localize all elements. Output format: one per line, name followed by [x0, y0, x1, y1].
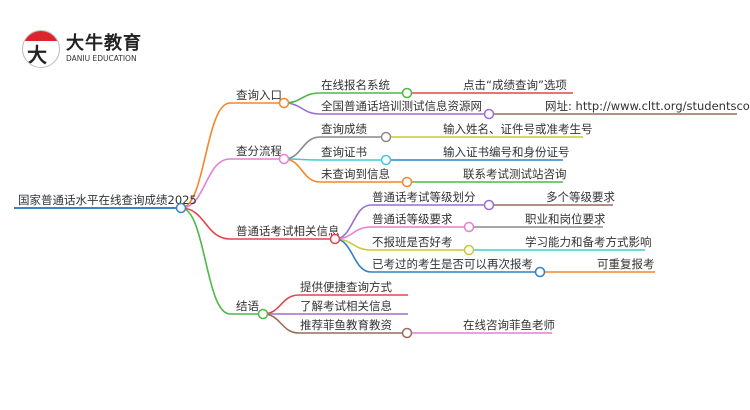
branch-3-edge: [180, 207, 263, 315]
branch-3-child-1-label: 了解考试相关信息: [300, 299, 392, 313]
branch-2-child-0-label: 普通话考试等级划分: [372, 190, 476, 204]
branch-1-child-0-node-icon: [380, 131, 392, 143]
branch-2-child-3-label: 已考过的考生是否可以再次报考: [372, 257, 533, 271]
branch-0-child-0-node-icon: [401, 87, 413, 99]
branch-0-label: 查询入口: [236, 88, 282, 102]
branch-2-child-1-label: 普通话等级要求: [372, 212, 453, 226]
branch-2-child-0-node-icon: [483, 199, 495, 211]
branch-2-edge: [180, 207, 335, 240]
branch-3-node-icon: [257, 308, 269, 320]
logo-name-cn: 大牛教育: [66, 33, 142, 54]
branch-0-child-0-label: 在线报名系统: [321, 78, 390, 92]
branch-0-node-icon: [278, 97, 290, 109]
labels: 国家普通话水平在线查询成绩2025 查询入口 在线报名系统 点击“成绩查询”选项全国普…: [18, 78, 750, 332]
branch-1-child-0-label: 查询成绩: [321, 122, 367, 136]
branch-1-child-1-leaf-label: 输入证书编号和身份证号: [443, 145, 570, 159]
logo: 大牛 大牛教育 DANIU EDUCATION: [22, 30, 142, 68]
branch-2-child-0-leaf-label: 多个等级要求: [546, 190, 615, 204]
branch-3-label: 结语: [236, 299, 259, 313]
branch-1-child-2-label: 未查询到信息: [321, 167, 390, 181]
branch-1-node-icon: [278, 153, 290, 165]
branch-0-edge: [180, 102, 284, 209]
branch-3-child-2-leaf-label: 在线咨询菲鱼老师: [463, 318, 555, 332]
branch-2-child-3-node-icon: [534, 266, 546, 278]
branch-0-child-0-leaf-label: 点击“成绩查询”选项: [463, 78, 567, 92]
nodes: [175, 87, 546, 339]
branch-3-child-2-label: 推荐菲鱼教育教资: [300, 318, 392, 332]
branch-2-child-3-leaf-label: 可重复报考: [597, 257, 655, 271]
branch-0-child-1-node-icon: [483, 108, 495, 120]
branch-1-child-1-node-icon: [380, 154, 392, 166]
branch-2-node-icon: [329, 233, 341, 245]
branch-2-child-3-edge: [334, 238, 540, 273]
root-node-icon: [175, 202, 187, 214]
logo-name-en: DANIU EDUCATION: [66, 54, 137, 63]
branch-2-child-1-leaf-label: 职业和岗位要求: [525, 212, 606, 226]
branch-2-child-2-label: 不报班是否好考: [372, 235, 453, 249]
branch-3-child-2-node-icon: [401, 327, 413, 339]
branch-2-child-2-leaf-label: 学习能力和备考方式影响: [525, 235, 652, 249]
branch-3-child-0-label: 提供便捷查询方式: [300, 280, 392, 294]
branch-1-child-1-edge: [283, 158, 386, 161]
branch-2-label: 普通话考试相关信息: [236, 224, 340, 238]
branch-2-child-1-node-icon: [463, 221, 475, 233]
branch-1-child-2-node-icon: [401, 176, 413, 188]
branch-1-child-1-label: 查询证书: [321, 145, 367, 159]
branch-1-child-2-leaf-label: 联系考试测试站咨询: [463, 167, 567, 181]
branch-1-edge: [180, 158, 284, 209]
branch-0-child-1-label: 全国普通话培训测试信息资源网: [321, 99, 482, 113]
root-label: 国家普通话水平在线查询成绩2025: [18, 193, 197, 207]
branch-0-child-1-leaf-label: 网址: http://www.cltt.org/studentscore: [545, 99, 750, 113]
logo-mark-icon: 大牛: [22, 30, 60, 68]
branch-1-label: 查分流程: [236, 144, 282, 158]
branch-1-child-0-leaf-label: 输入姓名、证件号或准考生号: [443, 122, 593, 136]
branch-2-child-2-node-icon: [463, 244, 475, 256]
